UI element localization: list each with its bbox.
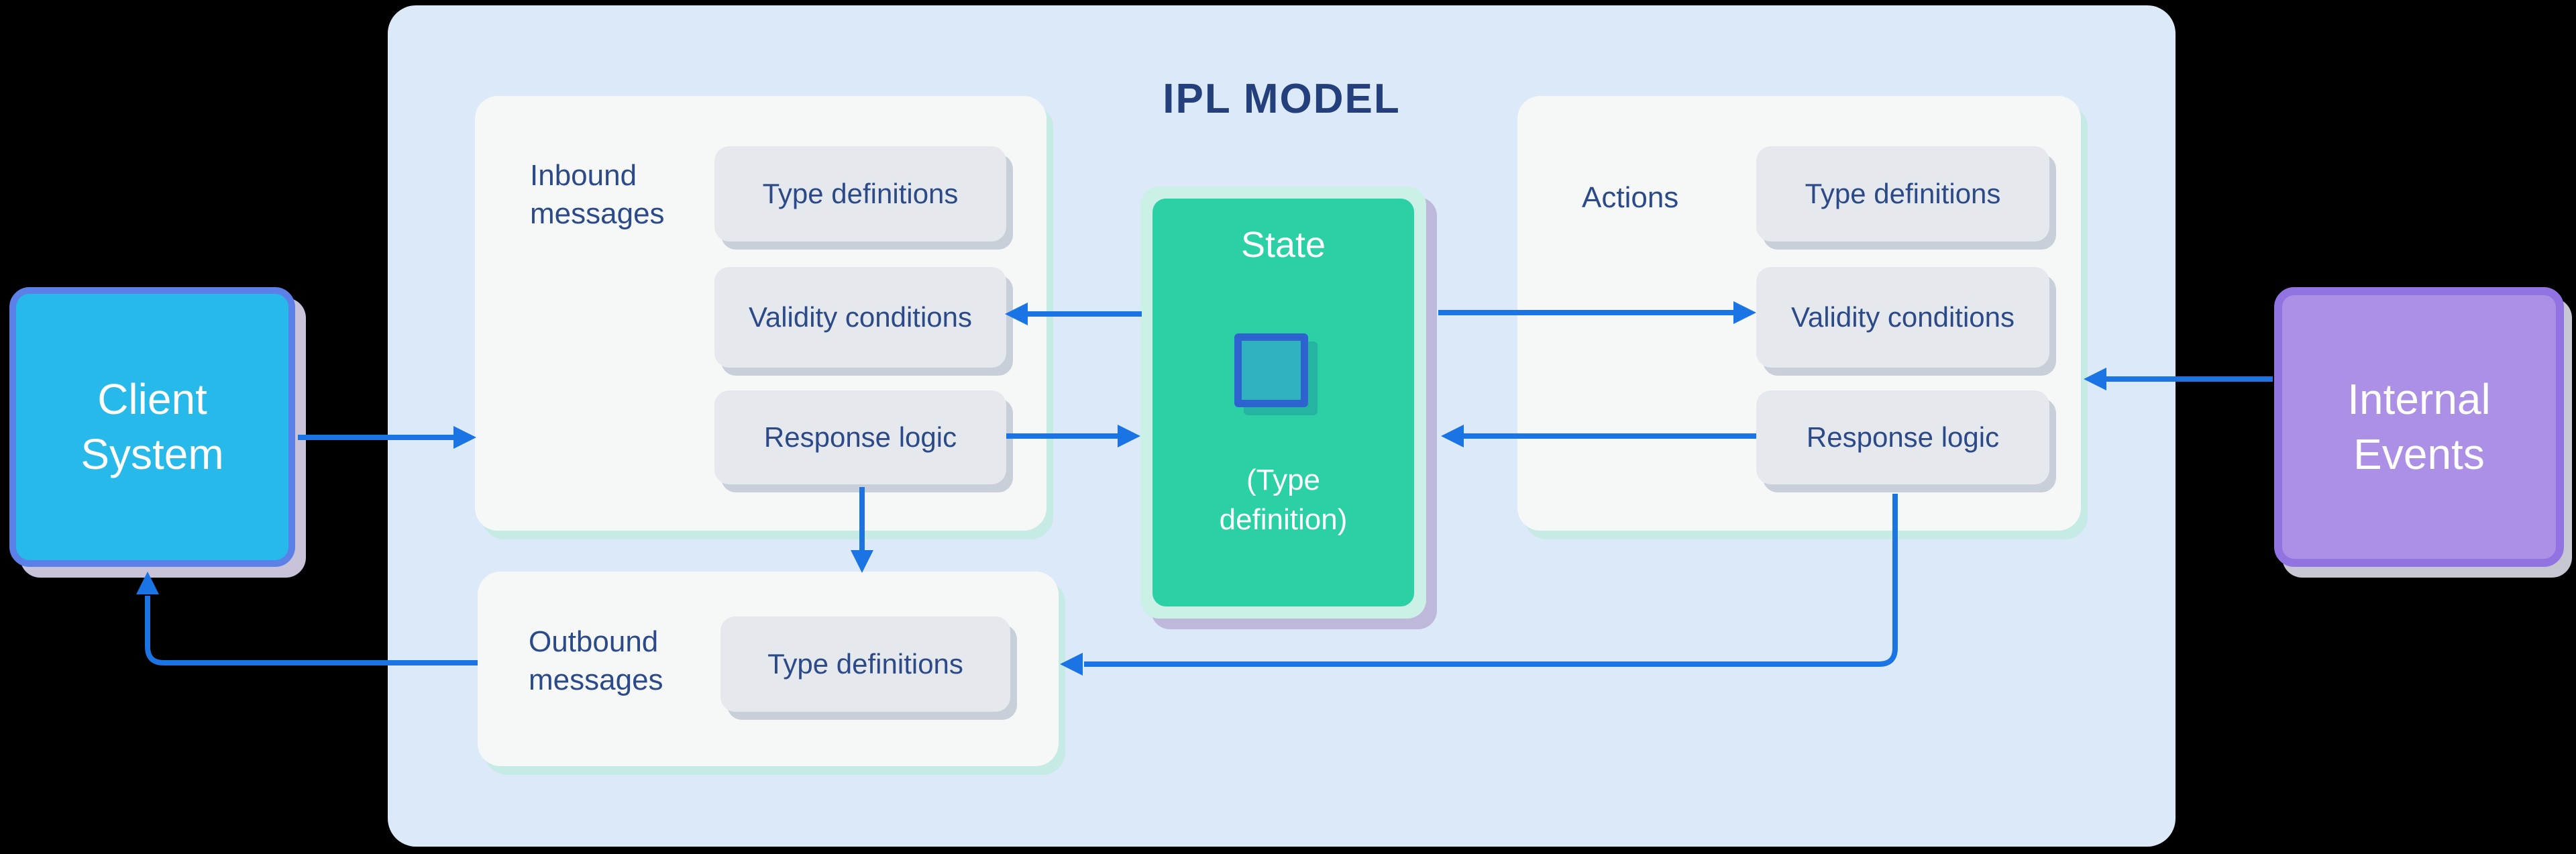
internal-events-box: Internal Events	[2274, 287, 2564, 567]
state-square-icon	[1234, 333, 1308, 407]
actions-type-definitions-button: Type definitions	[1756, 146, 2049, 242]
inbound-type-definitions-button: Type definitions	[714, 146, 1006, 242]
client-system-box: Client System	[9, 287, 295, 567]
state-subtitle: (Type definition)	[1140, 460, 1426, 540]
outbound-type-definitions-button: Type definitions	[720, 617, 1010, 712]
page-title: IPL MODEL	[1163, 76, 1401, 122]
actions-label: Actions	[1582, 181, 1679, 214]
inbound-response-logic-button: Response logic	[714, 390, 1006, 484]
state-subtitle-text: (Type definition)	[1219, 464, 1348, 537]
state-card: State (Type definition)	[1140, 186, 1426, 619]
internal-events-label: Internal Events	[2347, 374, 2491, 478]
outbound-messages-label: Outbound messages	[529, 625, 663, 697]
actions-response-logic-button: Response logic	[1756, 390, 2049, 484]
inbound-messages-label: Inbound messages	[530, 159, 665, 231]
client-system-label: Client System	[80, 374, 224, 478]
actions-validity-conditions-button: Validity conditions	[1756, 267, 2049, 368]
inbound-validity-conditions-button: Validity conditions	[714, 267, 1006, 368]
state-title: State	[1240, 225, 1326, 265]
